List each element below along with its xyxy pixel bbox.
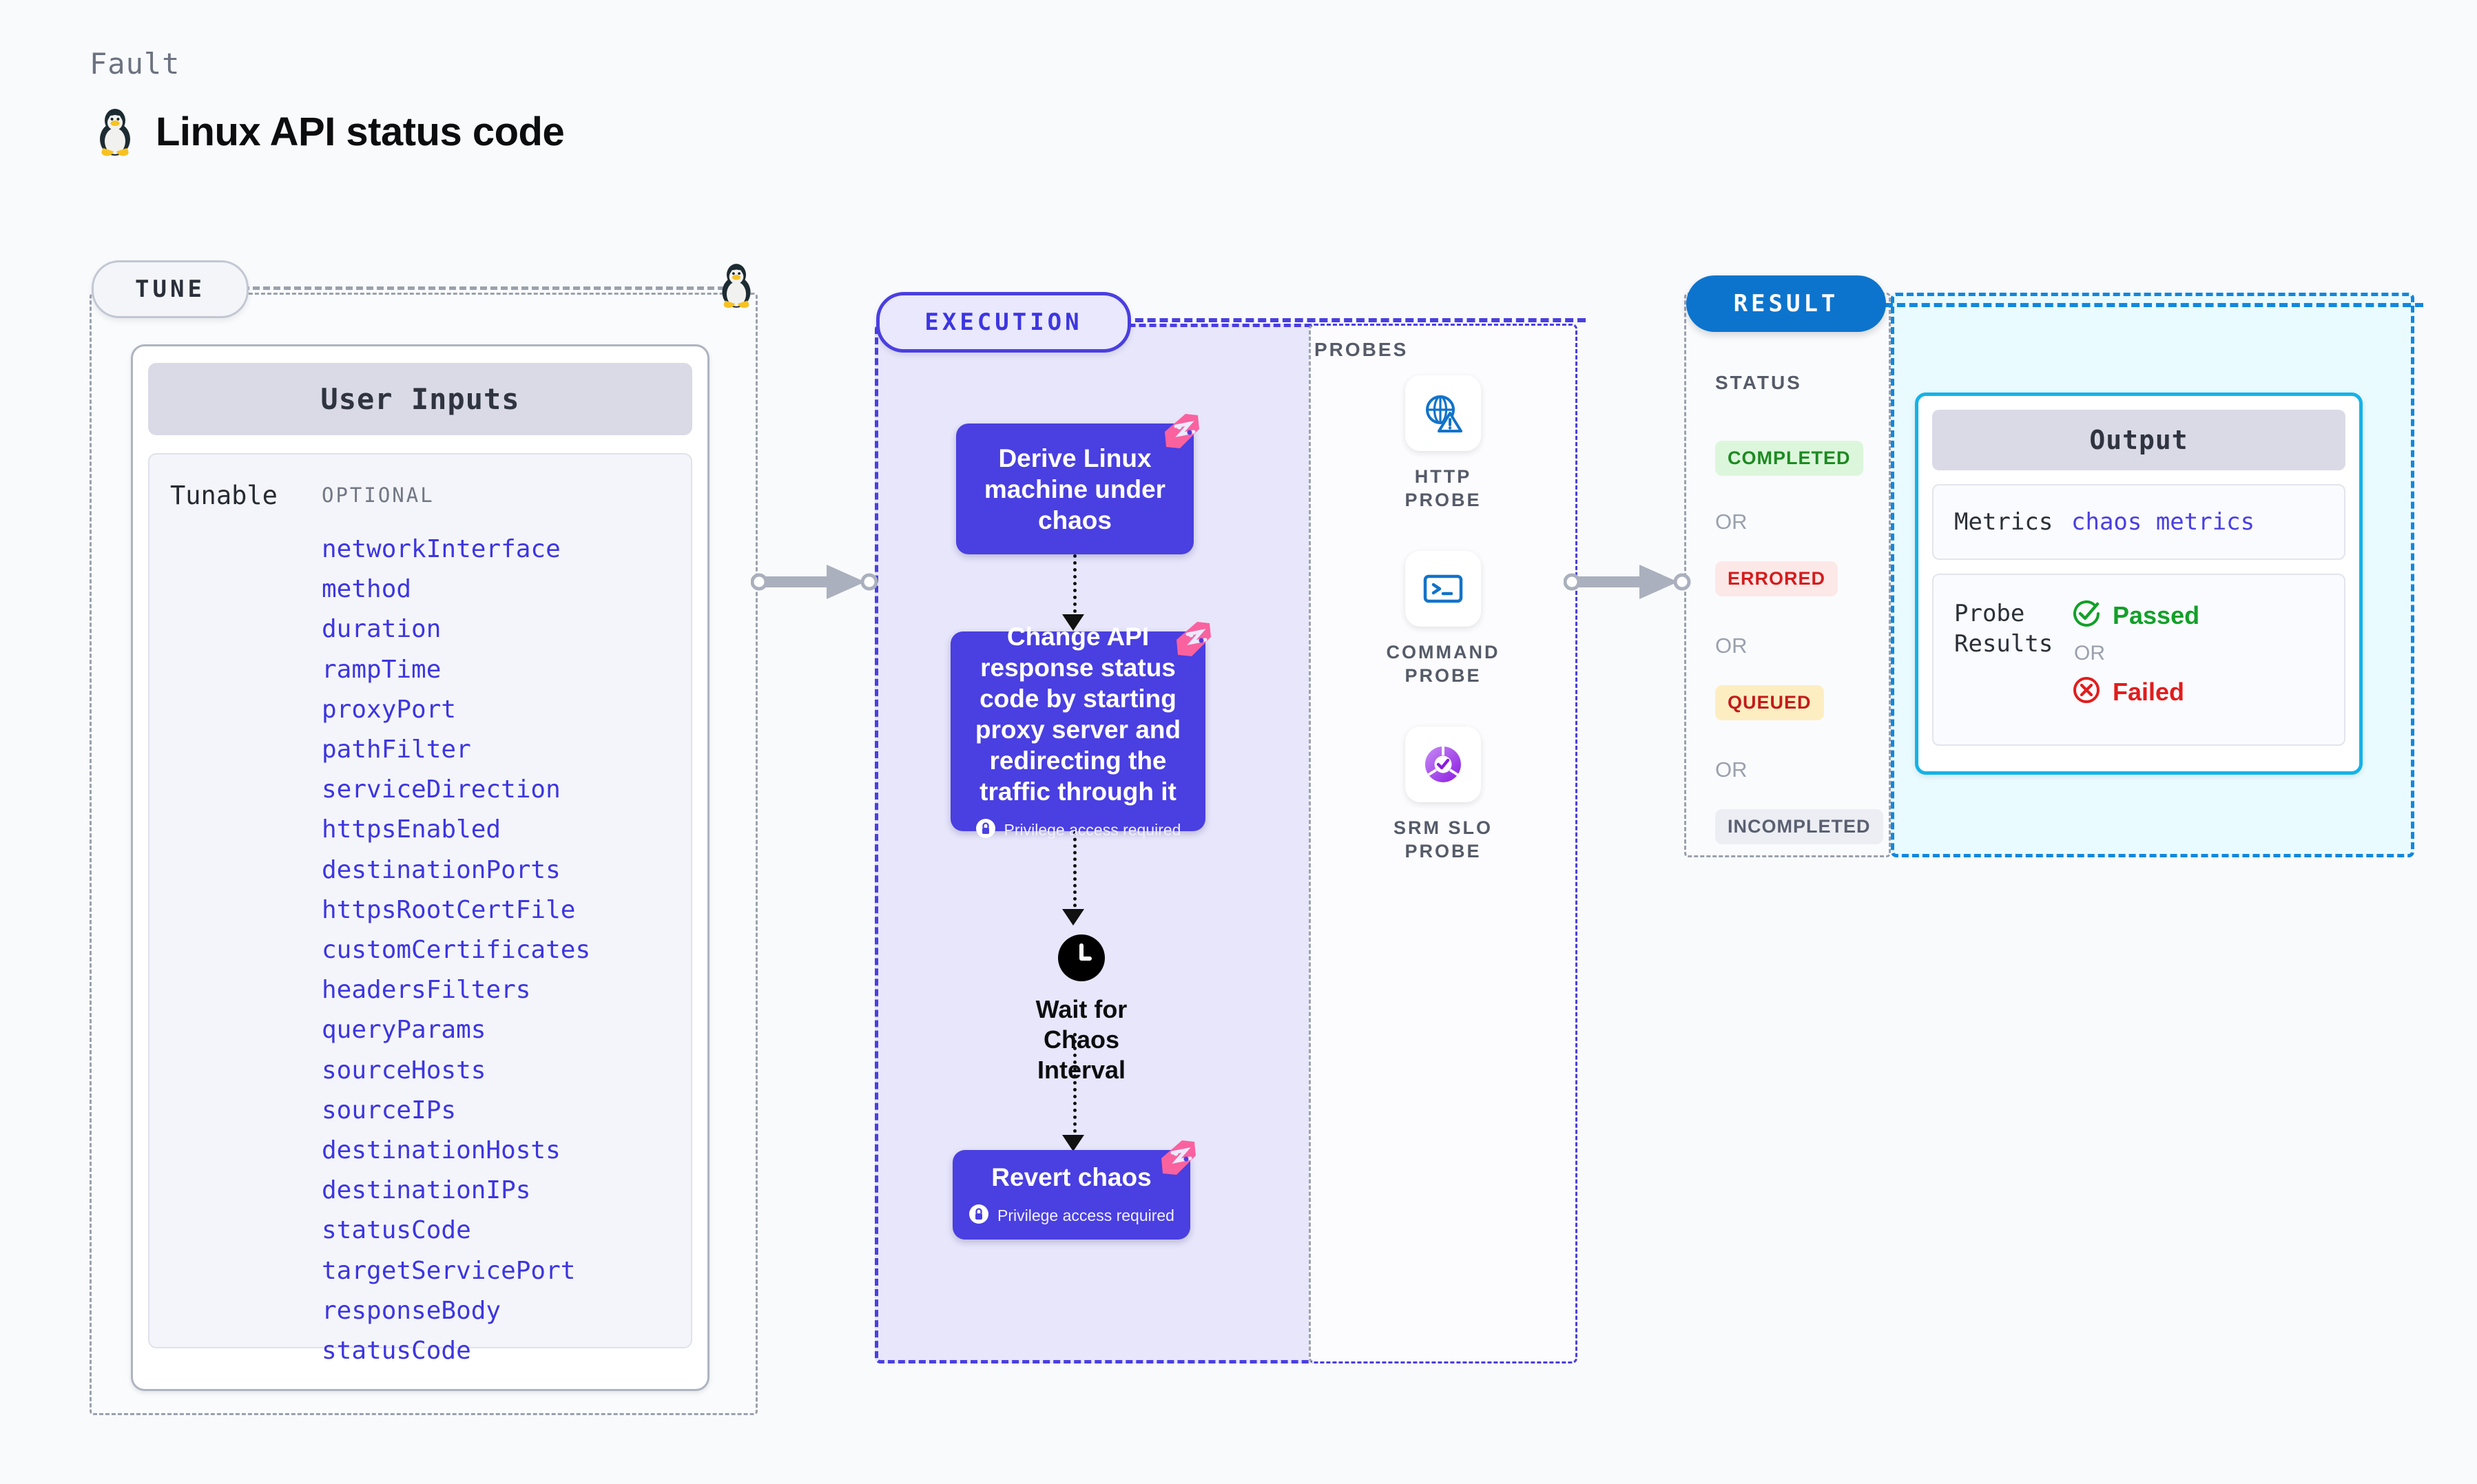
status-badge: COMPLETED [1715, 441, 1863, 476]
chaos-ribbon-icon [1162, 411, 1206, 455]
probe-label: COMMAND PROBE [1386, 642, 1500, 686]
probe-label: HTTP PROBE [1405, 466, 1482, 510]
probe-result-passed: Passed [2071, 598, 2344, 632]
status-or-separator: OR [1715, 510, 1748, 534]
probe-http[interactable]: HTTP PROBE [1374, 375, 1512, 512]
x-circle-icon [2071, 675, 2102, 709]
tunable-param[interactable]: destinationPorts [322, 855, 561, 884]
status-or-separator: OR [1715, 757, 1748, 782]
tunable-param[interactable]: rampTime [322, 655, 442, 684]
probes-stage-container [1309, 324, 1577, 1363]
probe-command[interactable]: COMMAND PROBE [1374, 551, 1512, 687]
probe-result-failed: Failed [2071, 675, 2344, 709]
flow-arrow-2 [1062, 909, 1084, 926]
privilege-badge: Privilege access required [968, 1204, 1174, 1228]
flow-line-1 [1073, 554, 1077, 620]
tunable-param[interactable]: queryParams [322, 1016, 486, 1045]
status-badge: INCOMPLETED [1715, 809, 1883, 844]
wait-for-chaos-interval: Wait for Chaos Interval [1006, 933, 1157, 1085]
page-eyebrow: Fault [90, 47, 180, 81]
status-or-separator: OR [1715, 634, 1748, 658]
tunable-param[interactable]: method [322, 575, 412, 604]
tunable-param[interactable]: customCertificates [322, 936, 591, 965]
probe-label: SRM SLO PROBE [1393, 817, 1493, 861]
chaos-ribbon-icon [1159, 1138, 1203, 1182]
output-metrics-row: Metrics chaos metrics [1932, 484, 2345, 560]
status-badge: QUEUED [1715, 685, 1824, 720]
lock-icon [968, 1204, 989, 1228]
lock-icon [975, 818, 996, 842]
result-connector-line [1885, 303, 2423, 307]
tunable-param[interactable]: destinationHosts [322, 1136, 561, 1165]
clock-icon [1057, 934, 1106, 985]
probe-result-or: OR [2074, 642, 2105, 665]
probe-srm-slo[interactable]: SRM SLO PROBE [1374, 727, 1512, 863]
tunable-param[interactable]: statusCode [322, 1337, 471, 1366]
status-badge: ERRORED [1715, 561, 1838, 596]
terminal-icon [1405, 551, 1481, 627]
probe-results-key: Probe Results [1954, 600, 2053, 658]
status-label: STATUS [1715, 372, 1802, 393]
chaos-ribbon-icon [1174, 619, 1218, 663]
execution-node-change-status-code[interactable]: Change API response status code by start… [951, 622, 1211, 839]
tunable-param[interactable]: duration [322, 615, 442, 644]
tunable-param[interactable]: httpsEnabled [322, 815, 501, 844]
user-inputs-card: User Inputs Tunable OPTIONAL networkInte… [131, 344, 709, 1391]
optional-label: OPTIONAL [322, 483, 435, 507]
tunable-param[interactable]: responseBody [322, 1296, 501, 1325]
tunable-param[interactable]: headersFilters [322, 976, 531, 1005]
flow-line-2 [1073, 831, 1077, 914]
probe-results-value: Passed OR Failed [2071, 598, 2344, 709]
user-inputs-header: User Inputs [148, 363, 692, 435]
tunable-group-label: Tunable [170, 481, 278, 510]
execution-node-revert-chaos[interactable]: Revert chaos Privilege access required [953, 1140, 1196, 1240]
tunable-param[interactable]: serviceDirection [322, 775, 561, 804]
tune-stage-badge[interactable]: TUNE [92, 260, 249, 318]
tux-penguin-icon [94, 107, 136, 156]
flow-arrow-1 [1062, 614, 1084, 631]
output-probe-results-row: Probe Results Passed OR Failed [1932, 574, 2345, 746]
metrics-value[interactable]: chaos metrics [2071, 508, 2255, 536]
globe-warning-icon [1405, 375, 1481, 451]
output-card: Output Metrics chaos metrics Probe Resul… [1915, 393, 2363, 775]
flow-arrow-3 [1062, 1135, 1084, 1151]
tux-penguin-icon-inline [716, 262, 756, 312]
page-title-row: Linux API status code [94, 107, 565, 156]
privilege-badge: Privilege access required [975, 818, 1181, 842]
tunable-param[interactable]: proxyPort [322, 695, 457, 724]
tunable-param[interactable]: destinationIPs [322, 1176, 531, 1205]
output-header: Output [1932, 410, 2345, 470]
page-title: Linux API status code [156, 109, 565, 154]
connector-execution-to-result [1564, 565, 1691, 599]
flow-line-3 [1073, 1033, 1077, 1140]
metrics-key: Metrics [1954, 508, 2053, 536]
tunable-param[interactable]: sourceIPs [322, 1096, 457, 1125]
result-stage-badge[interactable]: RESULT [1686, 275, 1886, 332]
check-circle-icon [2071, 598, 2102, 632]
wait-label: Wait for Chaos Interval [1035, 995, 1128, 1084]
tunable-param[interactable]: statusCode [322, 1216, 471, 1245]
tunable-param[interactable]: targetServicePort [322, 1256, 576, 1285]
tunable-param-list: OPTIONAL networkInterface method duration r… [322, 454, 691, 1365]
slo-donut-check-icon [1405, 727, 1481, 802]
tunable-param[interactable]: httpsRootCertFile [322, 895, 576, 924]
execution-node-derive-machine[interactable]: Derive Linux machine under chaos [956, 414, 1199, 554]
execution-stage-badge[interactable]: EXECUTION [876, 292, 1131, 353]
connector-tune-to-execution [751, 565, 878, 599]
tunable-param[interactable]: sourceHosts [322, 1056, 486, 1085]
tunable-param[interactable]: pathFilter [322, 735, 471, 764]
execution-connector-line [1123, 318, 1586, 322]
user-inputs-body: Tunable OPTIONAL networkInterface method d… [148, 453, 692, 1365]
tune-connector-line [242, 286, 725, 290]
tunable-param[interactable]: networkInterface [322, 535, 561, 563]
probes-label: PROBES [1314, 339, 1409, 360]
